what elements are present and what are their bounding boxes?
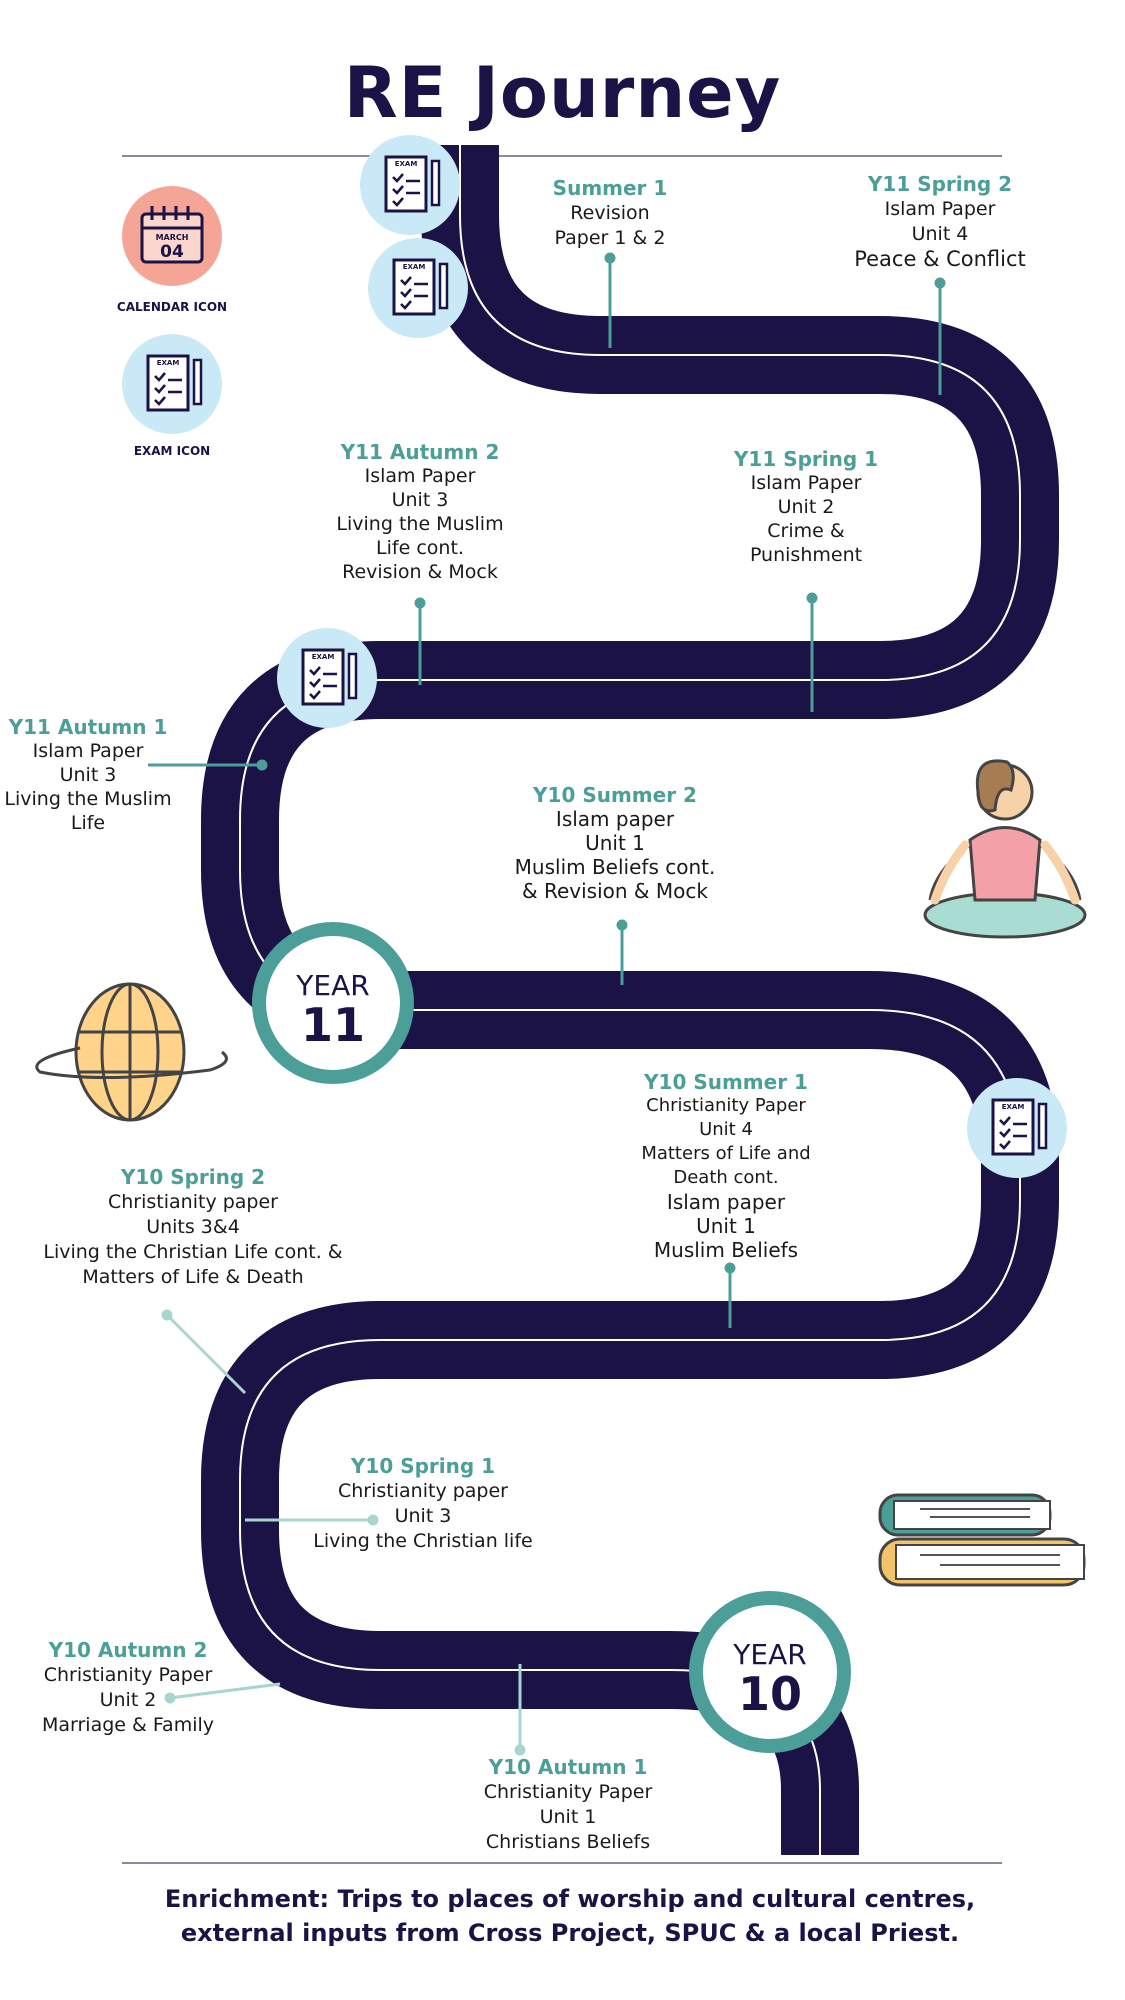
stage-y10-summer-2: Y10 Summer 2 Islam paper Unit 1 Muslim B…: [500, 783, 730, 903]
stage-y11-autumn-1: Y11 Autumn 1 Islam Paper Unit 3 Living t…: [0, 715, 176, 835]
stage-heading: Summer 1: [552, 176, 668, 200]
stage-line: Living the Christian Life cont. &: [43, 1241, 343, 1263]
stage-line: Unit 1: [539, 1806, 597, 1828]
stage-line: Living the Muslim: [336, 513, 504, 535]
svg-text:EXAM: EXAM: [312, 653, 335, 661]
stage-line: Christianity paper: [338, 1480, 508, 1502]
stage-y11-autumn-2: Y11 Autumn 2 Islam Paper Unit 3 Living t…: [310, 440, 530, 584]
stage-line: Punishment: [749, 544, 863, 566]
stage-line: Islam paper: [666, 1190, 786, 1214]
stage-line: Paper 1 & 2: [554, 227, 666, 249]
stage-y10-spring-1: Y10 Spring 1 Christianity paper Unit 3 L…: [300, 1454, 546, 1554]
light-connector-pins: [161, 1309, 526, 1756]
globe-illustration: [35, 982, 228, 1122]
stage-line: Islam Paper: [750, 472, 862, 494]
stage-line: Unit 3: [391, 489, 449, 511]
exam-icon-label: EXAM ICON: [133, 444, 211, 458]
svg-text:EXAM: EXAM: [1002, 1103, 1025, 1111]
stage-heading: Y10 Autumn 1: [488, 1755, 648, 1779]
stage-line: Life cont.: [376, 537, 464, 559]
stage-line: Unit 2: [99, 1689, 157, 1711]
year-11-badge: YEAR 11: [252, 922, 414, 1084]
stage-line: Christianity Paper: [646, 1095, 806, 1116]
stage-y10-autumn-1: Y10 Autumn 1 Christianity Paper Unit 1 C…: [458, 1755, 678, 1855]
stage-line: Islam Paper: [364, 465, 476, 487]
stage-y10-spring-2: Y10 Spring 2 Christianity paper Units 3&…: [38, 1165, 348, 1290]
stage-line: Christianity paper: [108, 1191, 278, 1213]
stage-heading: Y11 Spring 1: [733, 447, 879, 471]
connector-pins: [148, 252, 946, 1328]
stage-line: Marriage & Family: [41, 1714, 215, 1736]
stage-line: Unit 2: [777, 496, 835, 518]
stage-line: Unit 1: [696, 1214, 756, 1238]
calendar-icon: MARCH 04: [122, 186, 222, 286]
exam-icon: EXAM: [967, 1078, 1067, 1178]
stage-line: Matters of Life and: [641, 1143, 811, 1164]
stage-line: Death cont.: [673, 1167, 779, 1188]
books-illustration: [878, 1493, 1086, 1587]
stage-line: Christianity Paper: [43, 1664, 213, 1686]
stage-line: Revision: [570, 202, 650, 224]
stage-line: Matters of Life & Death: [82, 1266, 304, 1288]
stage-line: Christians Beliefs: [485, 1831, 651, 1853]
stage-line: Muslim Beliefs: [653, 1238, 799, 1262]
svg-text:04: 04: [160, 242, 184, 262]
stage-y10-autumn-2: Y10 Autumn 2 Christianity Paper Unit 2 M…: [22, 1638, 234, 1738]
stage-heading: Y11 Autumn 2: [340, 440, 500, 464]
stage-line: Living the Muslim: [4, 788, 172, 810]
exam-icon: EXAM: [277, 628, 377, 728]
svg-text:MARCH: MARCH: [156, 233, 189, 242]
stage-heading: Y10 Spring 2: [120, 1165, 266, 1189]
top-divider: [122, 155, 1002, 157]
svg-text:EXAM: EXAM: [157, 359, 180, 367]
stage-y11-spring-2: Y11 Spring 2 Islam Paper Unit 4 Peace & …: [820, 172, 1060, 272]
calendar-icon-label: CALENDAR ICON: [116, 300, 228, 314]
stage-line: Peace & Conflict: [854, 247, 1026, 271]
stage-line: Revision & Mock: [342, 561, 498, 583]
stage-heading: Y11 Spring 2: [867, 172, 1013, 196]
bottom-divider: [122, 1862, 1002, 1864]
stage-heading: Y10 Summer 1: [644, 1070, 808, 1094]
svg-text:EXAM: EXAM: [403, 263, 426, 271]
svg-text:11: 11: [301, 998, 365, 1052]
enrichment-note: Enrichment: Trips to places of worship a…: [164, 1885, 976, 1947]
stage-heading: Y10 Autumn 2: [48, 1638, 208, 1662]
stage-heading: Y11 Autumn 1: [8, 715, 168, 739]
stage-summer1: Summer 1 Revision Paper 1 & 2: [510, 176, 710, 251]
road-center-line: [239, 145, 1021, 1855]
year-10-badge: YEAR 10: [689, 1591, 851, 1753]
stage-line: Life: [70, 812, 106, 834]
svg-text:YEAR: YEAR: [295, 969, 369, 1002]
exam-icon: EXAM: [368, 238, 468, 338]
stage-line: Unit 3: [59, 764, 117, 786]
svg-text:10: 10: [738, 1667, 802, 1721]
stage-line: Units 3&4: [146, 1216, 240, 1238]
stage-line: Unit 4: [911, 223, 969, 245]
stage-line: Islam Paper: [884, 198, 996, 220]
stage-line: Living the Christian life: [313, 1530, 533, 1552]
stage-heading: Y10 Summer 2: [533, 783, 697, 807]
page-title: RE Journey: [343, 52, 782, 134]
svg-text:EXAM: EXAM: [395, 160, 418, 168]
stage-line: Unit 3: [394, 1505, 452, 1527]
stage-y11-spring-1: Y11 Spring 1 Islam Paper Unit 2 Crime & …: [706, 447, 906, 567]
stage-line: Unit 4: [699, 1119, 753, 1140]
stage-line: Christianity Paper: [483, 1781, 653, 1803]
meditating-person-illustration: [923, 759, 1087, 939]
stage-y10-summer-1: Y10 Summer 1 Christianity Paper Unit 4 M…: [620, 1070, 832, 1262]
stage-line: & Revision & Mock: [522, 879, 708, 903]
svg-text:YEAR: YEAR: [732, 1638, 806, 1671]
stage-line: Muslim Beliefs cont.: [514, 855, 716, 879]
exam-icon: EXAM: [360, 135, 460, 235]
stage-line: Unit 1: [585, 831, 645, 855]
stage-line: Crime &: [767, 520, 845, 542]
stage-line: Islam paper: [555, 807, 675, 831]
stage-heading: Y10 Spring 1: [350, 1454, 496, 1478]
stage-line: Islam Paper: [32, 740, 144, 762]
exam-icon: EXAM: [122, 334, 222, 434]
